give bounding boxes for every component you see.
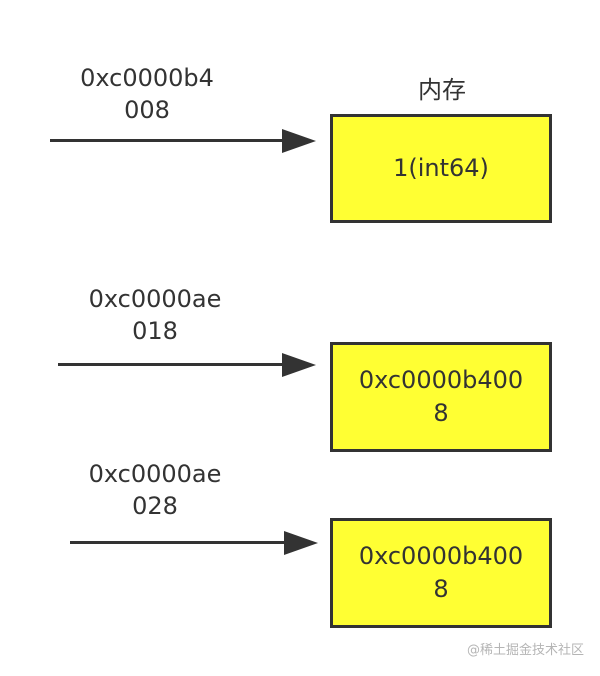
- address-label-1: 0xc0000b4 008: [72, 62, 222, 126]
- memory-cell-1-value-line1: 1(int64): [393, 154, 489, 182]
- pointer-arrow-3: [70, 528, 318, 558]
- address-label-2: 0xc0000ae 018: [80, 283, 230, 347]
- arrow-2-head: [282, 353, 316, 377]
- arrow-2-shaft: [58, 363, 290, 366]
- address-label-3: 0xc0000ae 028: [80, 458, 230, 522]
- arrow-1-shaft: [50, 139, 290, 142]
- memory-cell-2: 0xc0000b400 8: [330, 342, 552, 452]
- address-3-line2: 028: [132, 492, 178, 520]
- pointer-arrow-1: [50, 126, 316, 156]
- arrow-3-head: [284, 531, 318, 555]
- memory-cell-2-value-line1: 0xc0000b400: [358, 366, 524, 394]
- address-2-line2: 018: [132, 317, 178, 345]
- address-1-line2: 008: [124, 96, 170, 124]
- arrow-3-shaft: [70, 541, 292, 544]
- address-1-line1: 0xc0000b4: [80, 64, 214, 92]
- memory-cell-2-value-line2: 8: [433, 399, 449, 427]
- memory-cell-1: 1(int64): [330, 114, 552, 223]
- memory-cell-3: 0xc0000b400 8: [330, 518, 552, 628]
- memory-cell-3-value-line2: 8: [433, 575, 449, 603]
- watermark: @稀土掘金技术社区: [466, 643, 584, 658]
- address-2-line1: 0xc0000ae: [88, 285, 222, 313]
- arrow-1-head: [282, 129, 316, 153]
- address-3-line1: 0xc0000ae: [88, 460, 222, 488]
- pointer-arrow-2: [58, 350, 316, 380]
- memory-label: 内存: [418, 76, 466, 104]
- memory-cell-3-value-line1: 0xc0000b400: [358, 542, 524, 570]
